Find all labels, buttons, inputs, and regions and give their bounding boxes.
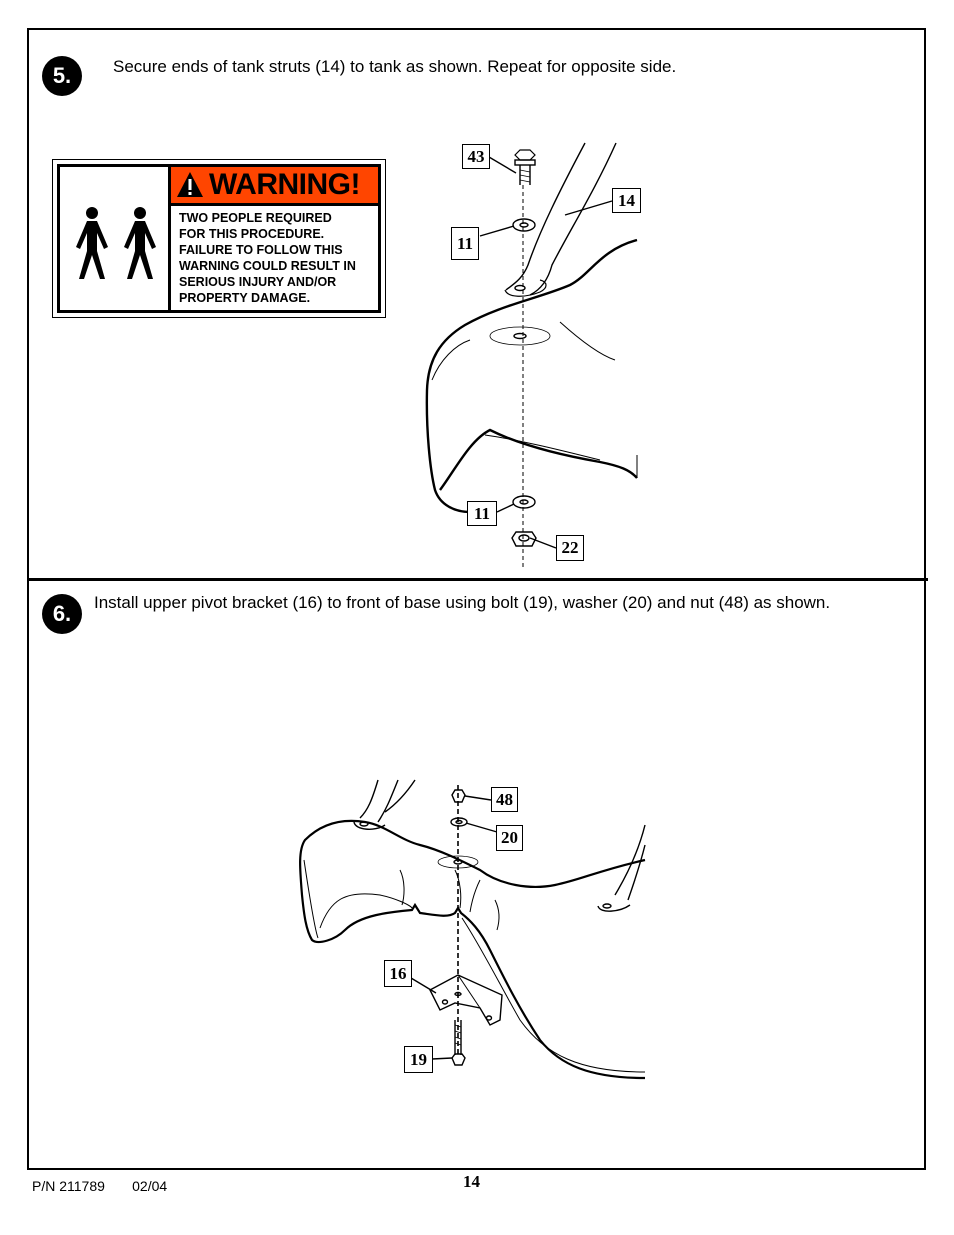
callout-11-top: 11	[451, 227, 479, 260]
callout-14: 14	[612, 188, 641, 213]
warning-line: PROPERTY DAMAGE.	[179, 291, 311, 305]
page-number: 14	[463, 1172, 480, 1191]
callout-11-bottom: 11	[467, 501, 497, 526]
step-5-instruction: Secure ends of tank struts (14) to tank …	[113, 57, 677, 76]
step-5-badge: 5.	[42, 56, 82, 96]
page-frame	[27, 28, 926, 1170]
warning-label: WARNING! TWO PEOPLE REQUIRED FOR THIS PR…	[52, 159, 386, 318]
callout-16: 16	[384, 960, 412, 987]
callout-19: 19	[404, 1046, 433, 1073]
warning-triangle-icon	[177, 172, 203, 197]
step-6-instruction: Install upper pivot bracket (16) to fron…	[94, 593, 831, 612]
warning-text: TWO PEOPLE REQUIRED FOR THIS PROCEDURE. …	[179, 210, 374, 306]
callout-48: 48	[491, 787, 518, 812]
step-divider	[27, 578, 928, 581]
warning-line: SERIOUS INJURY AND/OR	[179, 275, 337, 289]
footer-part-number: P/N 211789 02/04	[32, 1178, 168, 1194]
warning-line: TWO PEOPLE REQUIRED	[179, 211, 332, 225]
warning-title: WARNING!	[209, 168, 360, 201]
callout-43: 43	[462, 144, 490, 169]
two-people-icon	[60, 167, 171, 310]
warning-line: FAILURE TO FOLLOW THIS	[179, 243, 343, 257]
warning-header: WARNING!	[171, 167, 378, 206]
callout-22: 22	[556, 535, 584, 561]
warning-line: WARNING COULD RESULT IN	[179, 259, 356, 273]
step-6-badge: 6.	[42, 594, 82, 634]
footer-date: 02/04	[132, 1178, 168, 1194]
callout-20: 20	[496, 825, 523, 851]
warning-line: FOR THIS PROCEDURE.	[179, 227, 325, 241]
